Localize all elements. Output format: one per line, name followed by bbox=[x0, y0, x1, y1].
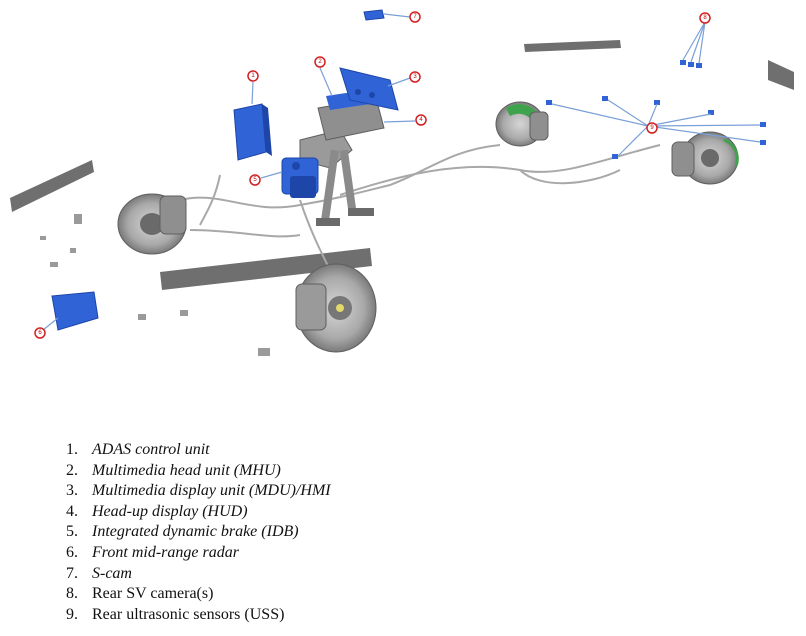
left-body-panel bbox=[10, 160, 94, 212]
front-crossmember bbox=[160, 248, 372, 290]
legend-label: Head-up display (HUD) bbox=[92, 502, 248, 520]
rear-left-brake bbox=[495, 101, 549, 147]
callout-3: 3 bbox=[409, 71, 421, 83]
legend-item: 1.ADAS control unit bbox=[66, 440, 331, 461]
legend-item: 2.Multimedia head unit (MHU) bbox=[66, 461, 331, 482]
s-cam bbox=[363, 9, 385, 21]
callout-1-number: 1 bbox=[251, 73, 255, 79]
rear-top-panel bbox=[524, 40, 621, 52]
callout-8: 8 bbox=[699, 12, 711, 24]
integrated-dynamic-brake bbox=[281, 157, 319, 198]
callout-4: 4 bbox=[415, 114, 427, 126]
multimedia-display-unit bbox=[339, 67, 399, 111]
front-mid-range-radar bbox=[51, 291, 99, 331]
loose-hardware bbox=[40, 214, 270, 356]
front-left-brake bbox=[117, 193, 187, 255]
rear-right-brake bbox=[671, 131, 739, 185]
callout-3-number: 3 bbox=[413, 74, 417, 80]
legend-label: Rear ultrasonic sensors (USS) bbox=[92, 605, 285, 623]
callout-1: 1 bbox=[247, 70, 259, 82]
rear-ultrasonic-sensors bbox=[546, 96, 766, 159]
legend-item: 4.Head-up display (HUD) bbox=[66, 502, 331, 523]
brake-lines bbox=[179, 144, 661, 271]
legend-label: Integrated dynamic brake (IDB) bbox=[92, 523, 299, 541]
callout-8-number: 8 bbox=[703, 15, 707, 21]
legend-label: Rear SV camera(s) bbox=[92, 585, 214, 603]
callout-2: 2 bbox=[314, 56, 326, 68]
callout-9-number: 9 bbox=[650, 125, 654, 131]
legend-item: 5.Integrated dynamic brake (IDB) bbox=[66, 522, 331, 543]
callout-4-number: 4 bbox=[419, 117, 423, 123]
adas-exploded-diagram: 1 2 3 4 5 6 7 8 9 bbox=[10, 9, 794, 356]
legend-label: Front mid-range radar bbox=[92, 543, 239, 561]
legend-item: 6.Front mid-range radar bbox=[66, 543, 331, 564]
callout-2-number: 2 bbox=[318, 59, 322, 65]
adas-control-unit bbox=[233, 103, 272, 161]
legend-item: 7.S-cam bbox=[66, 564, 331, 585]
rear-sv-cameras bbox=[680, 60, 702, 68]
component-legend: 1.ADAS control unit 2.Multimedia head un… bbox=[66, 440, 331, 625]
legend-item: 9.Rear ultrasonic sensors (USS) bbox=[66, 605, 331, 626]
front-right-brake bbox=[295, 263, 377, 353]
leader-lines bbox=[42, 13, 761, 331]
legend-label: Multimedia display unit (MDU)/HMI bbox=[92, 482, 331, 500]
callout-7-number: 7 bbox=[413, 14, 417, 20]
callout-7: 7 bbox=[409, 11, 421, 23]
legend-label: Multimedia head unit (MHU) bbox=[92, 461, 281, 479]
callout-5-number: 5 bbox=[253, 177, 257, 183]
callout-9: 9 bbox=[646, 122, 658, 134]
callout-6-number: 6 bbox=[38, 330, 42, 336]
right-edge-panel bbox=[768, 60, 794, 90]
legend-item: 3.Multimedia display unit (MDU)/HMI bbox=[66, 481, 331, 502]
callout-6: 6 bbox=[34, 327, 46, 339]
legend-label: ADAS control unit bbox=[92, 441, 210, 458]
legend-label: S-cam bbox=[92, 564, 132, 582]
legend-item: 8.Rear SV camera(s) bbox=[66, 584, 331, 605]
callout-5: 5 bbox=[249, 174, 261, 186]
